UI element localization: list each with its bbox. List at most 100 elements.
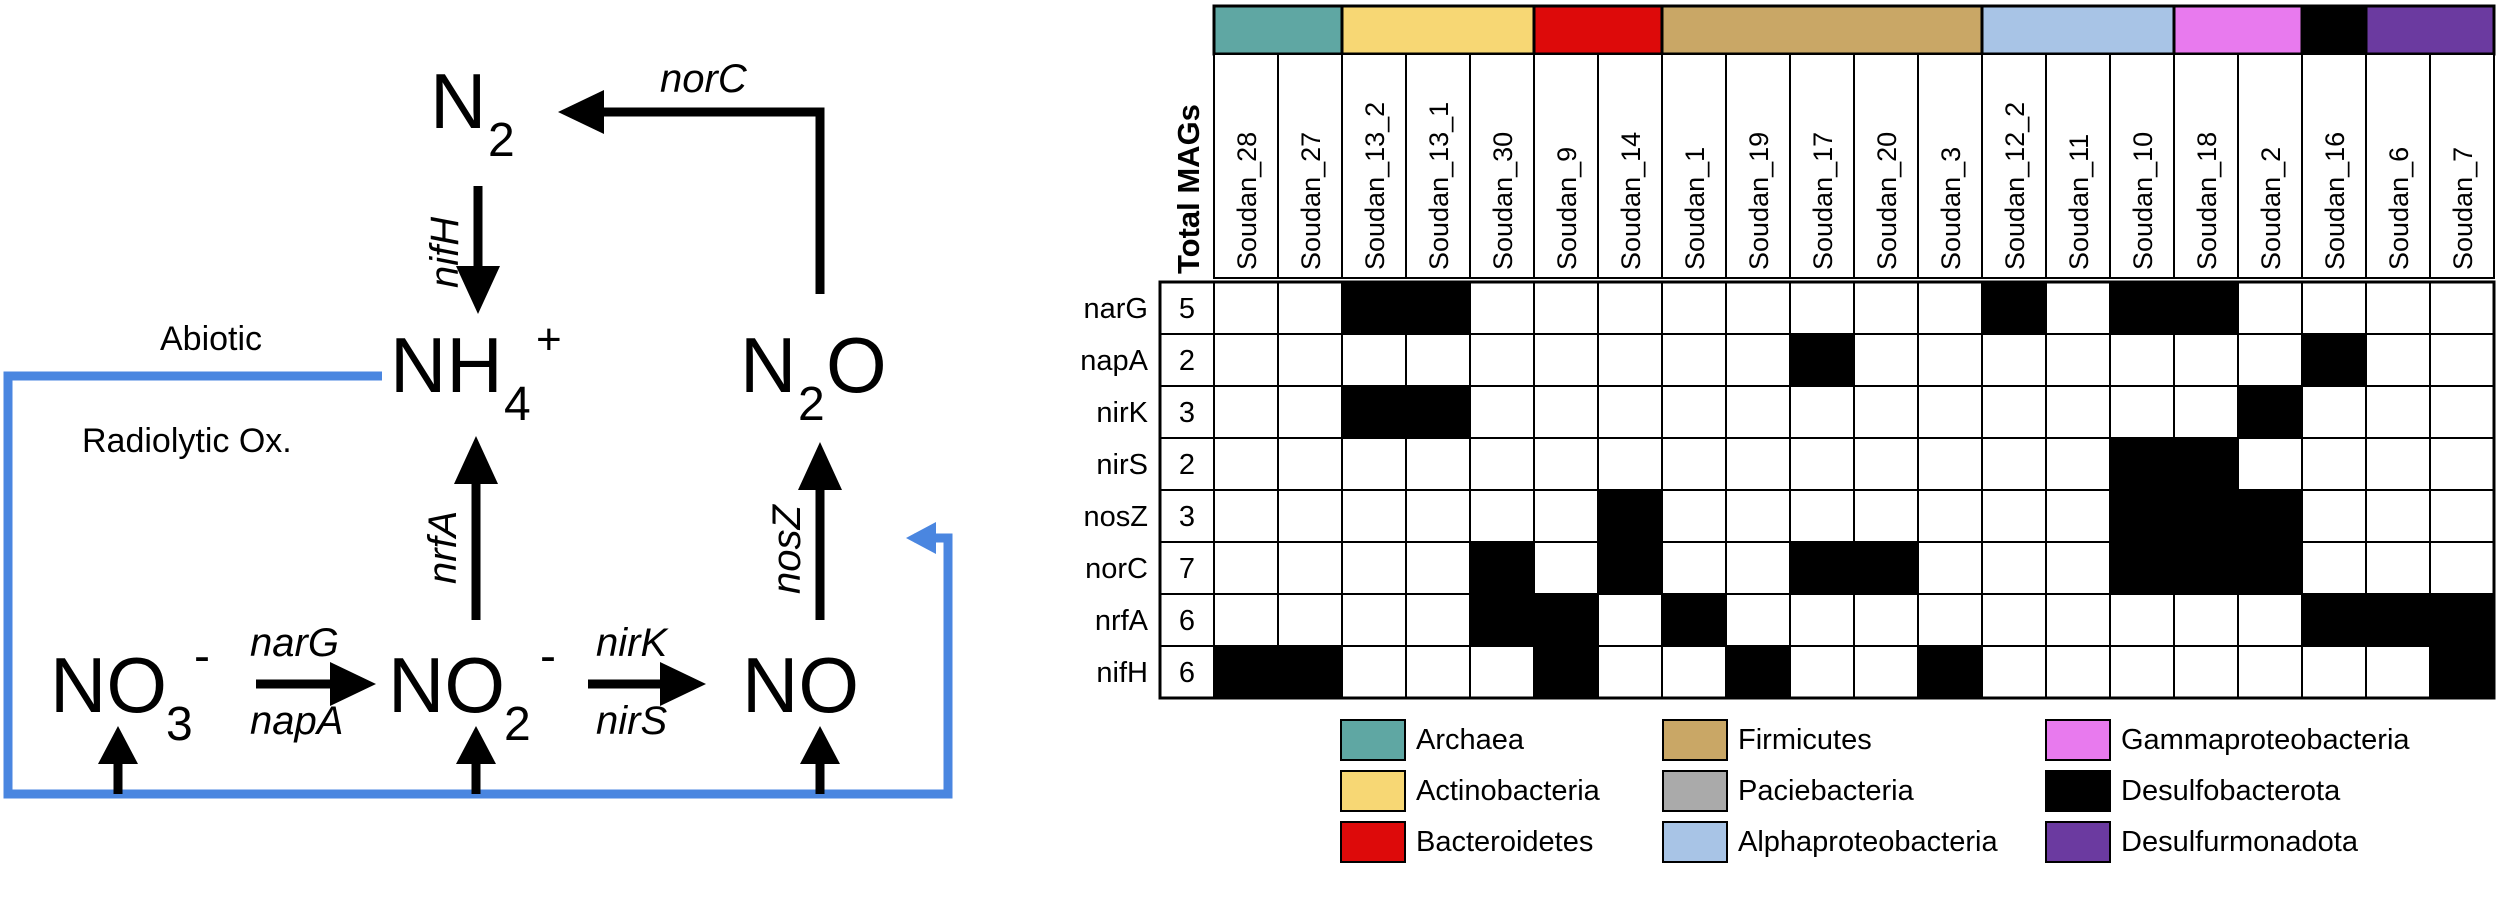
- gene-label-nirS: nirS: [596, 699, 667, 743]
- presence-cell-filled: [2237, 489, 2303, 543]
- phylum-bar-desulfobacterota: [2300, 4, 2368, 56]
- presence-cell-empty: [2301, 541, 2367, 595]
- presence-cell-empty: [1533, 385, 1599, 439]
- row-gene-label: nirS: [1096, 449, 1148, 481]
- total-value: 2: [1179, 449, 1195, 481]
- presence-cell-filled: [1533, 593, 1599, 647]
- presence-cell-empty: [2045, 541, 2111, 595]
- column-label: Soudan_7: [2448, 147, 2478, 270]
- column-label: Soudan_13_1: [1424, 102, 1454, 270]
- column-header-cell: [2173, 53, 2239, 279]
- presence-cell-empty: [2365, 333, 2431, 387]
- phylum-bar-desulfurmonadota: [2364, 4, 2496, 56]
- presence-cell-empty: [2365, 489, 2431, 543]
- column-label: Soudan_20: [1872, 132, 1902, 270]
- presence-cell-empty: [1405, 541, 1471, 595]
- presence-cell-filled: [1213, 645, 1279, 699]
- presence-cell-filled: [1277, 645, 1343, 699]
- gene-label-nosZ: nosZ: [765, 504, 809, 594]
- presence-cell-filled: [2109, 437, 2175, 491]
- presence-cell-empty: [1405, 333, 1471, 387]
- presence-cell-empty: [1597, 437, 1663, 491]
- presence-cell-empty: [2365, 385, 2431, 439]
- presence-cell-empty: [1213, 333, 1279, 387]
- presence-cell-empty: [2301, 385, 2367, 439]
- column-label: Soudan_14: [1616, 132, 1646, 270]
- presence-cell-empty: [1981, 437, 2047, 491]
- presence-cell-empty: [1725, 437, 1791, 491]
- presence-cell-filled: [1597, 489, 1663, 543]
- svg-text:NO: NO: [388, 641, 505, 729]
- column-label: Soudan_13_2: [1360, 102, 1390, 270]
- presence-cell-filled: [2173, 489, 2239, 543]
- svg-text:NH: NH: [390, 321, 503, 409]
- presence-cell-empty: [1341, 489, 1407, 543]
- presence-cell-empty: [1405, 593, 1471, 647]
- presence-cell-empty: [1341, 593, 1407, 647]
- presence-cell-filled: [2109, 541, 2175, 595]
- presence-cell-empty: [1725, 489, 1791, 543]
- presence-cell-empty: [2301, 645, 2367, 699]
- presence-cell-empty: [1405, 437, 1471, 491]
- presence-cell-empty: [1725, 333, 1791, 387]
- presence-cell-filled: [1725, 645, 1791, 699]
- presence-cell-empty: [1853, 593, 1919, 647]
- row-gene-label: nirK: [1096, 397, 1148, 429]
- presence-cell-filled: [2173, 437, 2239, 491]
- presence-cell-empty: [1853, 645, 1919, 699]
- gene-label-nifH: nifH: [423, 217, 467, 288]
- species-no2: NO 2 -: [388, 630, 556, 751]
- presence-cell-filled: [2365, 593, 2431, 647]
- column-label: Soudan_18: [2192, 132, 2222, 270]
- svg-text:NO: NO: [50, 641, 167, 729]
- abiotic-label: Abiotic: [160, 320, 262, 358]
- column-header-cell: [1213, 53, 1279, 279]
- presence-cell-filled: [1789, 333, 1855, 387]
- total-value: 3: [1179, 501, 1195, 533]
- presence-cell-empty: [2429, 333, 2495, 387]
- presence-cell-empty: [2365, 281, 2431, 335]
- svg-text:N: N: [740, 321, 796, 409]
- gene-label-nirK: nirK: [596, 621, 669, 665]
- presence-cell-filled: [1981, 281, 2047, 335]
- presence-cell-filled: [1917, 645, 1983, 699]
- presence-cell-filled: [1341, 385, 1407, 439]
- presence-cell-empty: [2173, 385, 2239, 439]
- presence-cell-empty: [1597, 385, 1663, 439]
- presence-cell-empty: [2301, 437, 2367, 491]
- column-label: Soudan_9: [1552, 147, 1582, 270]
- nirk-arrowhead: [660, 662, 706, 706]
- presence-cell-empty: [1981, 333, 2047, 387]
- svg-text:O: O: [826, 321, 887, 409]
- column-label: Soudan_19: [1744, 132, 1774, 270]
- presence-cell-empty: [2237, 333, 2303, 387]
- total-value: 2: [1179, 345, 1195, 377]
- presence-cell-empty: [2045, 645, 2111, 699]
- presence-cell-empty: [1981, 593, 2047, 647]
- presence-cell-empty: [1661, 385, 1727, 439]
- nrfa-arrowhead: [454, 436, 498, 484]
- column-label: Soudan_16: [2320, 132, 2350, 270]
- svg-text:3: 3: [166, 698, 193, 751]
- presence-cell-empty: [1725, 281, 1791, 335]
- presence-cell-filled: [2237, 541, 2303, 595]
- up-arrow-no3-head: [98, 726, 138, 764]
- presence-cell-empty: [2045, 385, 2111, 439]
- total-value: 7: [1179, 553, 1195, 585]
- presence-cell-filled: [1789, 541, 1855, 595]
- presence-cell-empty: [1853, 333, 1919, 387]
- svg-text:2: 2: [504, 698, 531, 751]
- presence-cell-filled: [1661, 593, 1727, 647]
- presence-cell-empty: [1597, 333, 1663, 387]
- svg-text:2: 2: [798, 378, 825, 431]
- presence-cell-empty: [1789, 437, 1855, 491]
- presence-cell-empty: [1597, 593, 1663, 647]
- presence-cell-empty: [1533, 489, 1599, 543]
- presence-cell-empty: [1789, 489, 1855, 543]
- presence-cell-empty: [1277, 333, 1343, 387]
- presence-cell-empty: [1917, 437, 1983, 491]
- column-label: Soudan_3: [1936, 147, 1966, 270]
- presence-cell-filled: [1405, 385, 1471, 439]
- presence-cell-empty: [2109, 385, 2175, 439]
- phylum-bar-firmicutes: [1660, 4, 1984, 56]
